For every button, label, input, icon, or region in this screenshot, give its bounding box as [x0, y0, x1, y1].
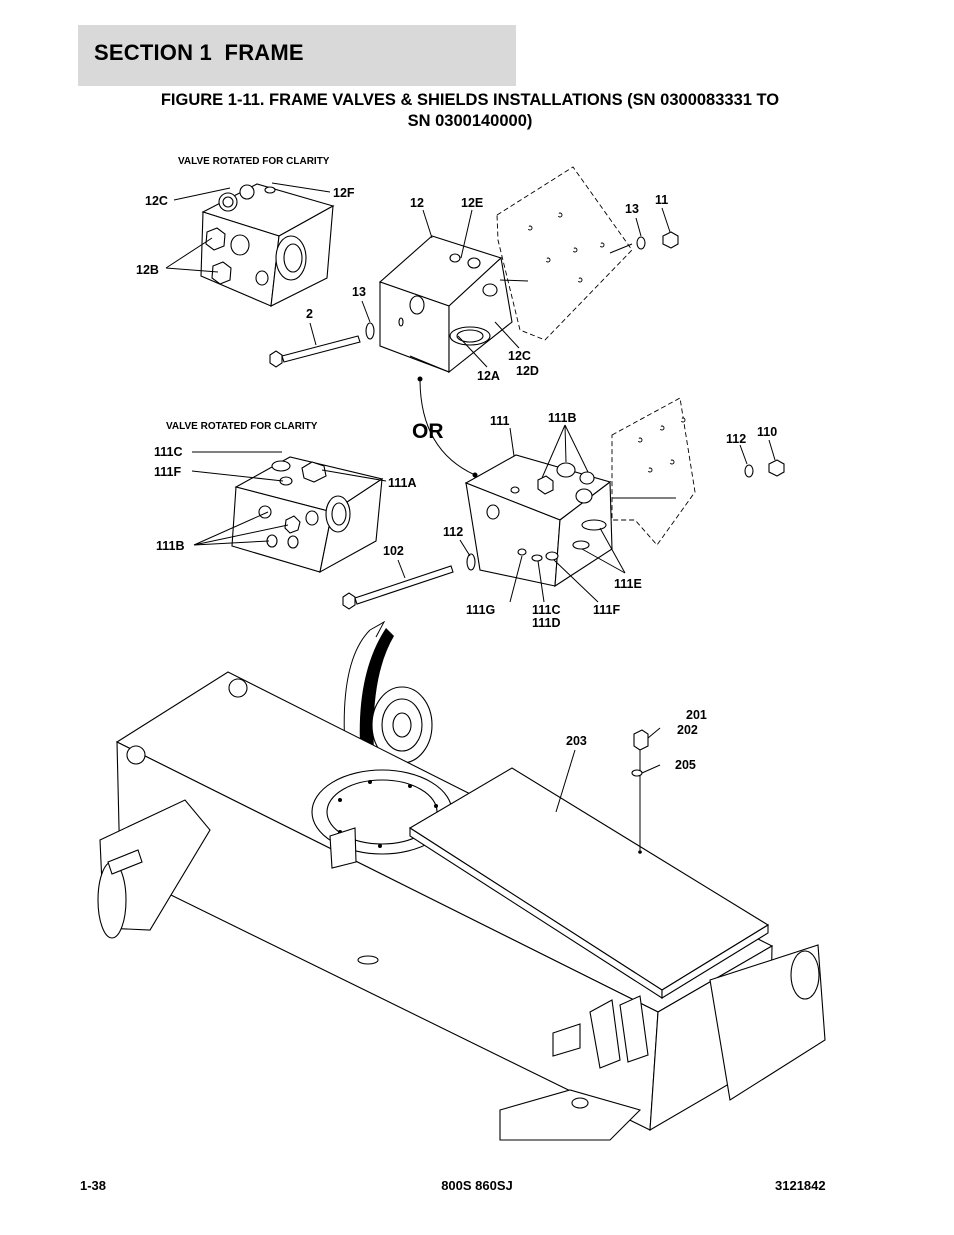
callout-111b-main: 111B: [548, 411, 577, 425]
callout-111c-main: 111C: [532, 603, 561, 617]
callout-111f-detail: 111F: [154, 465, 181, 479]
callout-111c-detail: 111C: [154, 445, 183, 459]
callout-201: 201: [686, 708, 707, 722]
callout-111a: 111A: [388, 476, 417, 490]
callout-12b: 12B: [136, 263, 159, 277]
valve-detail-top: [200, 183, 335, 307]
callout-111: 111: [490, 414, 510, 428]
figure-title: FIGURE 1-11. FRAME VALVES & SHIELDS INST…: [100, 90, 840, 132]
callout-110: 110: [757, 425, 777, 439]
callout-12c-main: 12C: [508, 349, 531, 363]
callout-12a: 12A: [477, 369, 500, 383]
footer-page-number: 1-38: [80, 1178, 107, 1193]
section-title: SECTION 1 FRAME: [94, 40, 304, 65]
valve-detail-middle: [231, 456, 384, 574]
callout-12d: 12D: [516, 364, 539, 378]
section-header-bar: SECTION 1 FRAME: [78, 25, 516, 86]
callout-13-bolt-side: 13: [352, 285, 366, 299]
callout-111d: 111D: [532, 616, 561, 630]
callout-13-nut-side: 13: [625, 202, 639, 216]
chassis-frame: [97, 671, 826, 1141]
or-label: OR: [412, 420, 444, 443]
callout-111g: 111G: [466, 603, 495, 617]
figure-title-line-2: SN 0300140000): [407, 112, 533, 130]
callout-203: 203: [566, 734, 587, 748]
callout-12e: 12E: [461, 196, 483, 210]
note-valve-rotated-middle: VALVE ROTATED FOR CLARITY: [166, 421, 318, 432]
callout-11: 11: [655, 193, 668, 207]
callout-112-nut-side: 112: [726, 432, 746, 446]
leader-lines: [165, 182, 776, 813]
note-valve-rotated-top: VALVE ROTATED FOR CLARITY: [178, 156, 330, 167]
callout-111e: 111E: [614, 577, 642, 591]
callout-12c-detail: 12C: [145, 194, 168, 208]
callout-111b-detail: 111B: [156, 539, 185, 553]
or-connector: [417, 376, 478, 478]
callout-111f-main: 111F: [593, 603, 620, 617]
callout-102: 102: [383, 544, 404, 558]
callout-112-bolt-side: 112: [443, 525, 463, 539]
callout-2: 2: [306, 307, 313, 321]
figure-title-line-1: FIGURE 1-11. FRAME VALVES & SHIELDS INST…: [160, 91, 780, 109]
footer-doc-number: 3121842: [775, 1178, 826, 1193]
valve-assembly-middle: [342, 397, 785, 610]
callout-202: 202: [677, 723, 698, 737]
footer-model: 800S 860SJ: [441, 1178, 513, 1193]
callout-205: 205: [675, 758, 696, 772]
callout-12: 12: [410, 196, 424, 210]
valve-assembly-top: [269, 166, 679, 374]
callout-12f: 12F: [333, 186, 355, 200]
